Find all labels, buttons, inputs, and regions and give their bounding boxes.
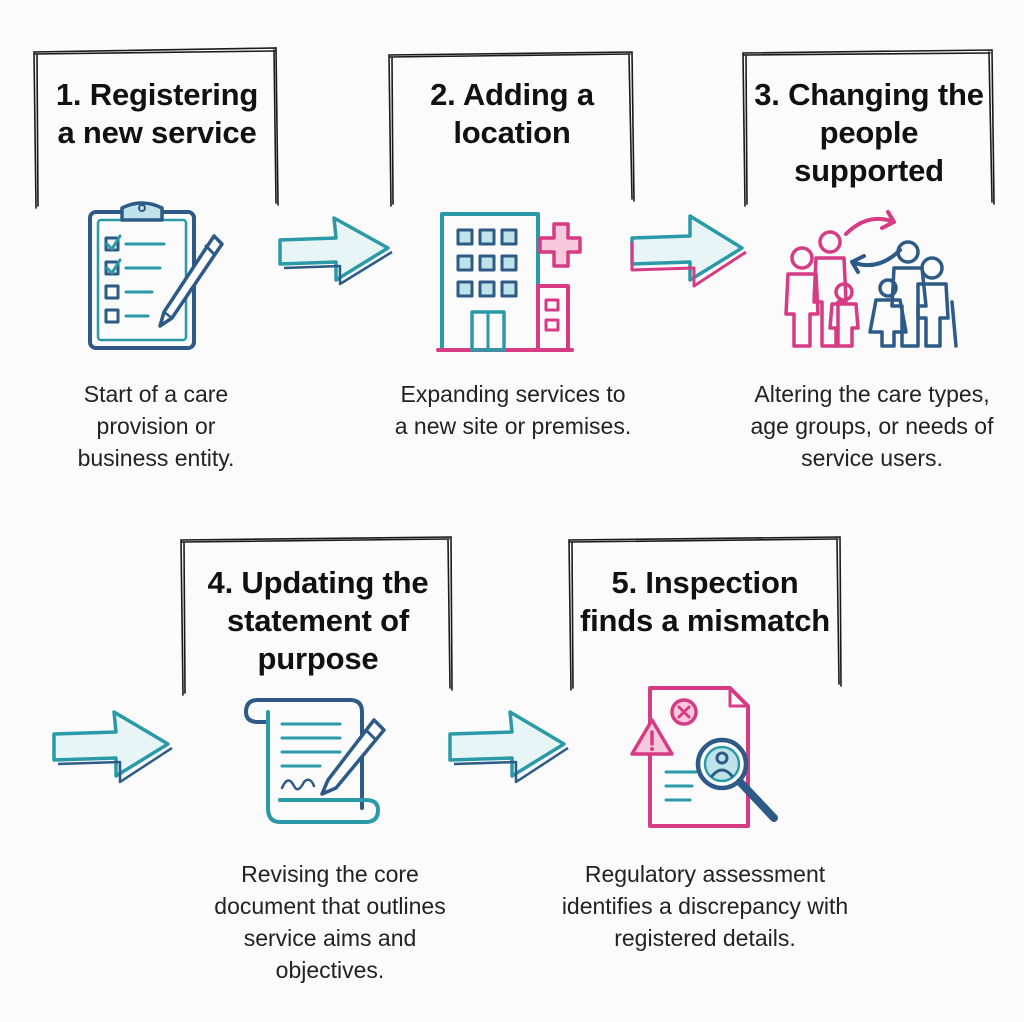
arrow-step-4-to-5 — [448, 710, 569, 784]
step-2-title: 2. Adding a location — [430, 77, 594, 150]
step-1-title: 1. Registering a new service — [55, 77, 259, 150]
frame-step-3 — [742, 49, 995, 207]
step-1-description: Start of a care provision or business en… — [77, 381, 235, 471]
step-3-description: Altering the care types, age groups, or … — [750, 381, 994, 471]
step-5-title: 5. Inspection finds a mismatch — [579, 565, 831, 638]
arrow-step-2-to-3 — [630, 214, 747, 288]
people-swap-icon — [784, 210, 958, 348]
frame-step-1 — [33, 47, 279, 209]
frame-step-2 — [388, 51, 635, 207]
document-warning-magnifier-icon — [630, 686, 778, 828]
clipboard-checklist-icon — [88, 201, 224, 350]
step-5-description: Regulatory assessment identifies a discr… — [561, 861, 849, 951]
step-3-title: 3. Changing the people supported — [754, 77, 984, 188]
frame-step-5 — [568, 536, 842, 691]
step-4-title: 4. Updating the statement of purpose — [207, 565, 429, 676]
building-plus-icon — [436, 212, 582, 352]
frame-step-4 — [180, 536, 453, 696]
arrow-step-1-to-2 — [278, 216, 393, 286]
step-4-description: Revising the core document that outlines… — [214, 861, 446, 983]
step-2-description: Expanding services to a new site or prem… — [394, 381, 632, 439]
arrow-into-step-4 — [52, 710, 173, 784]
scroll-pen-icon — [244, 698, 386, 824]
